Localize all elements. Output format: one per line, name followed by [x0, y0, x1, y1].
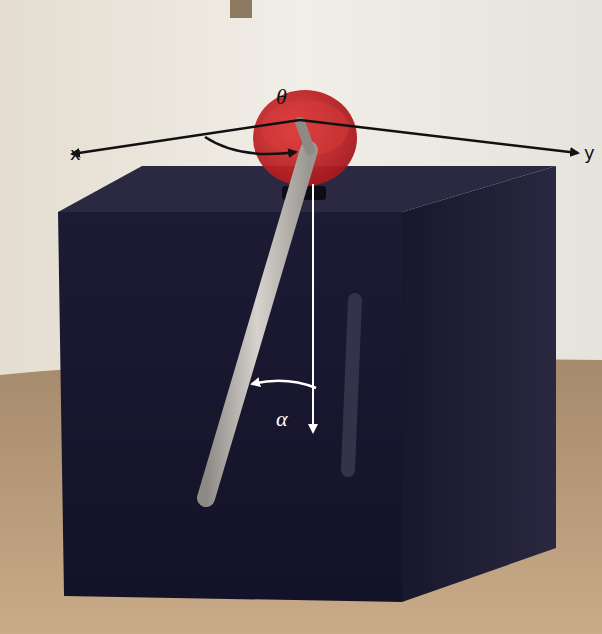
axis-label: θ	[276, 84, 287, 110]
theta-arc	[205, 137, 296, 154]
axis-label: α	[276, 406, 288, 432]
rod-reflection	[348, 300, 355, 470]
wall-object	[230, 0, 252, 18]
axis-label: x	[70, 143, 81, 164]
alpha-arc	[252, 381, 316, 388]
axis-label: y	[584, 142, 595, 163]
pendulum-rod	[206, 150, 309, 498]
x-axis	[72, 120, 300, 154]
cube-side	[402, 166, 556, 602]
rotary-arm	[300, 122, 310, 150]
vertical-reference	[312, 184, 314, 432]
y-axis	[300, 120, 578, 153]
encoder-disk-face	[261, 100, 349, 156]
